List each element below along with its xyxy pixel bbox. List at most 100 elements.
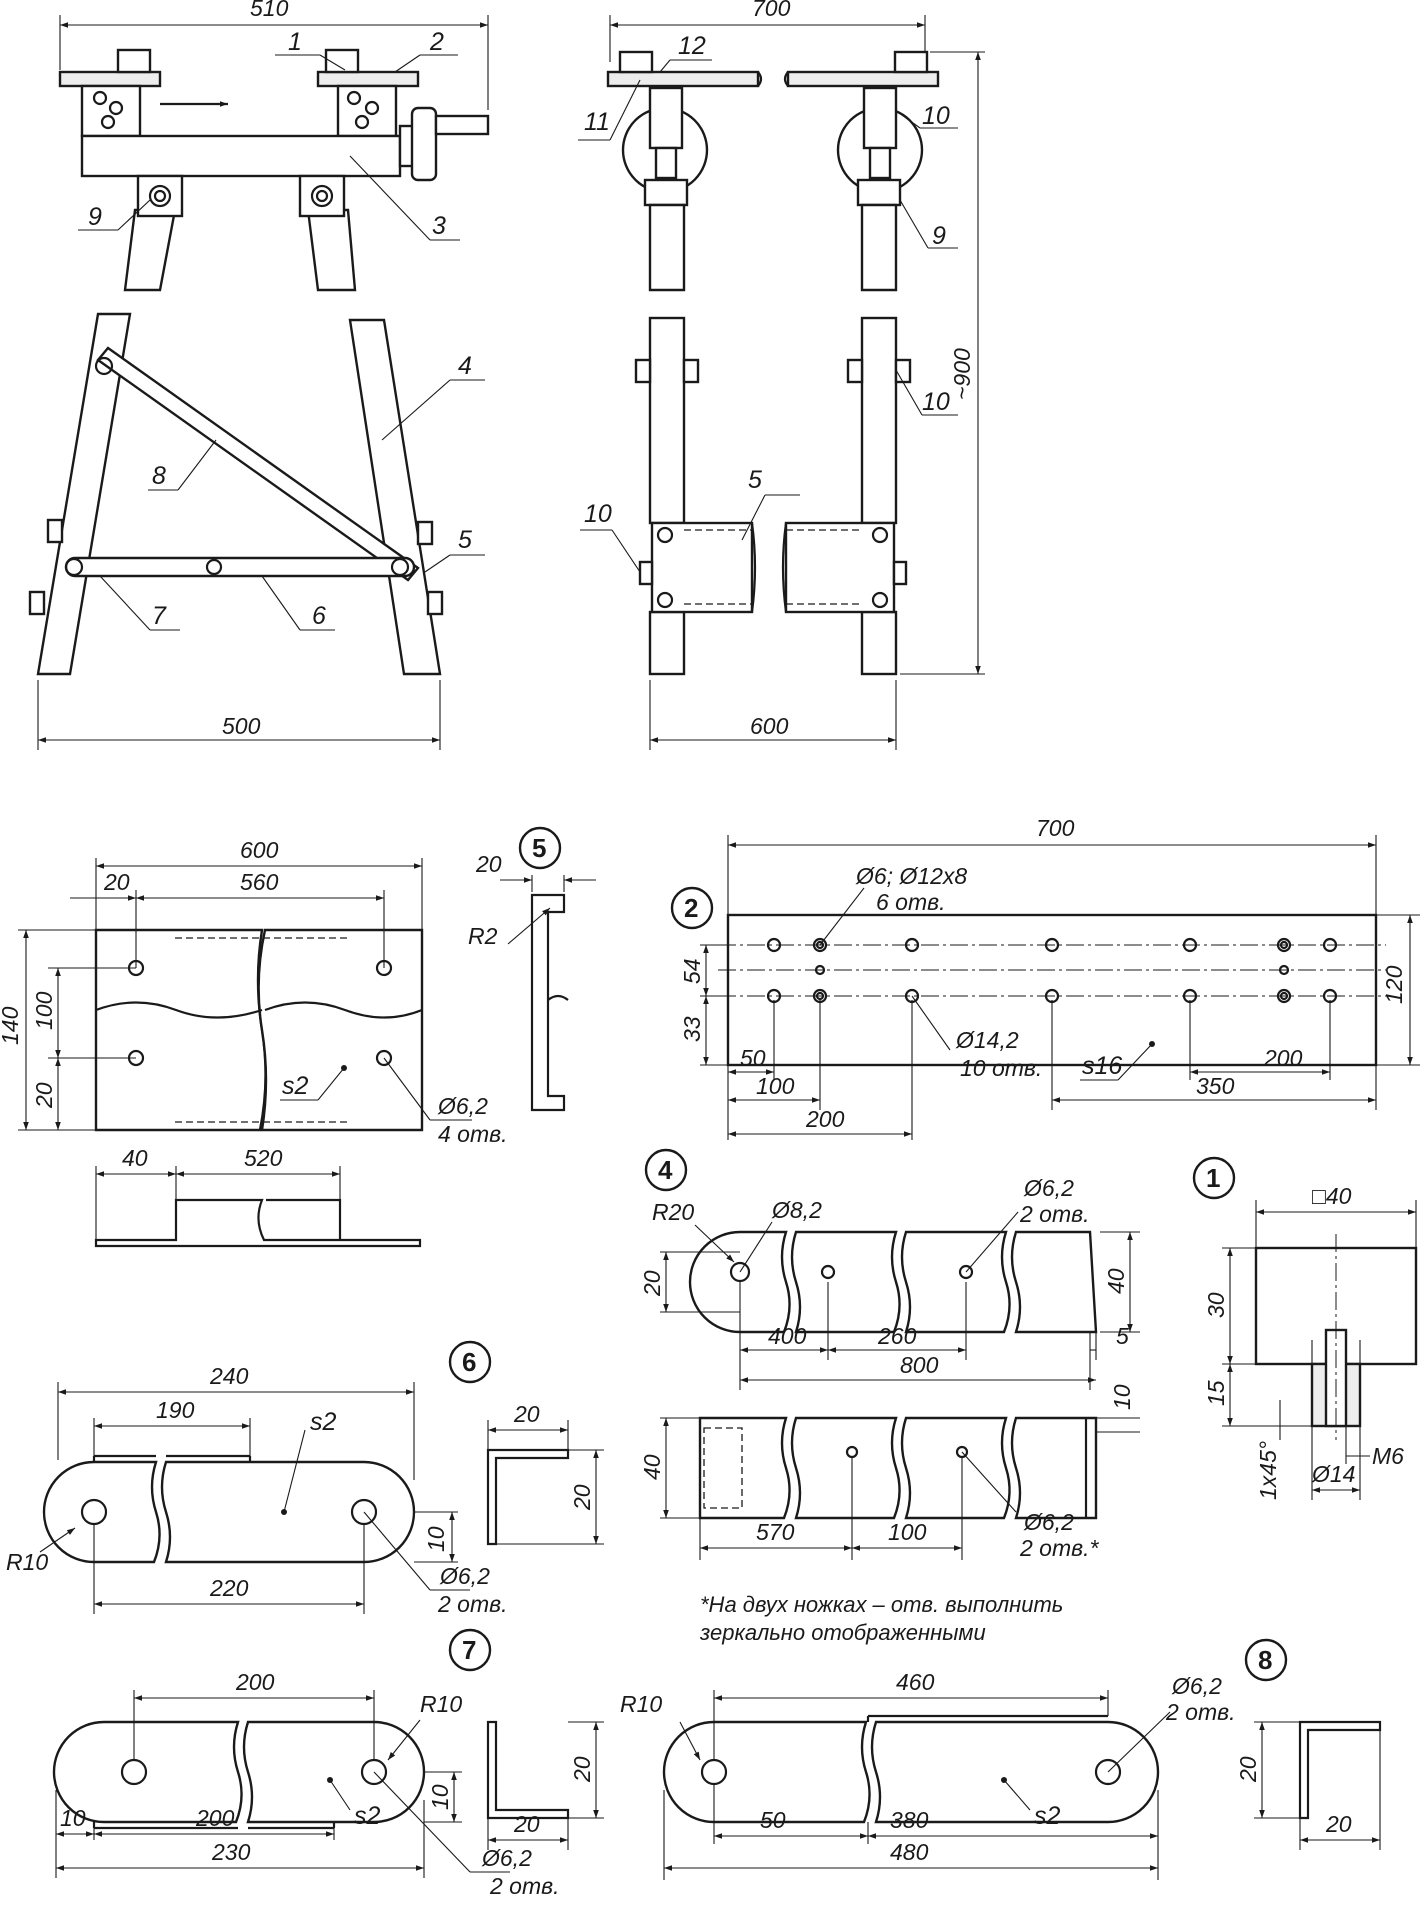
dim-p4-5: 5 [1116,1323,1129,1349]
p2-thickness: s16 [1082,1052,1122,1080]
dim-p7-10v: 10 [427,1784,453,1810]
part-8: 8 460 R10 Ø6,2 2 отв. s2 50 380 480 20 [620,1638,1382,1880]
side-view-legs: 600 ~900 [634,51,985,750]
p5-hole-count: 4 отв. [438,1121,508,1147]
dim-p4-400: 400 [768,1323,807,1349]
dim-p1-d14: Ø14 [1311,1461,1355,1487]
p7-radius: R10 [420,1691,462,1717]
dim-510: 510 [250,0,289,21]
dim-500: 500 [222,713,261,739]
p4-hole-6b-count: 2 отв.* [1019,1535,1100,1561]
part-1: 1 □40 30 15 1x45° Ø14 M6 [1192,1156,1418,1500]
p2-big-holes: Ø14,2 [955,1027,1019,1053]
dim-p1-30: 30 [1203,1292,1229,1318]
p2-small-holes: Ø6; Ø12x8 [855,863,967,889]
dim-p8-50: 50 [760,1807,786,1833]
p5-thickness: s2 [282,1072,309,1100]
dim-p4-40b: 40 [639,1454,665,1480]
part-6: 6 240 190 s2 220 R10 10 Ø6,2 2 отв. 20 [6,1340,604,1617]
dim-p8-460: 460 [896,1669,935,1695]
dim-p5-20: 20 [103,869,130,895]
callout-2: 2 [429,28,444,56]
dim-p6-190: 190 [156,1397,195,1423]
callout-9b: 9 [932,222,946,250]
callout-8: 8 [152,462,166,490]
callout-3: 3 [432,212,446,240]
dim-p4-10: 10 [1109,1384,1135,1410]
trestle-view: 500 [28,312,444,750]
p5-hole-dia: Ø6,2 [437,1093,488,1119]
dim-p5-40: 40 [122,1145,148,1171]
p1-thread: M6 [1372,1443,1404,1469]
p8-radius: R10 [620,1691,662,1717]
part-1-number: 1 [1206,1163,1220,1193]
dim-p2-200: 200 [805,1106,845,1132]
dim-p6-240: 240 [209,1363,249,1389]
p2-small-holes-count: 6 отв. [876,889,946,915]
dim-p7-200b: 200 [195,1805,235,1831]
p7-hole-count: 2 отв. [489,1873,560,1899]
p4-hole-6b: Ø6,2 [1023,1509,1074,1535]
part-5: 5 600 20 560 140 100 20 s2 Ø6,2 4 отв. [0,826,596,1248]
callout-12: 12 [678,32,706,60]
dim-p4-20: 20 [639,1270,665,1297]
dim-p4-260: 260 [877,1323,917,1349]
dim-p5-520: 520 [244,1145,283,1171]
dim-p2-54: 54 [679,958,705,984]
dim-p2-33: 33 [679,1016,705,1042]
dim-p5-600: 600 [240,837,279,863]
dim-p7-side20b: 20 [569,1756,595,1783]
dim-p4-40: 40 [1103,1268,1129,1294]
dim-p7-10: 10 [60,1805,86,1831]
callout-10a: 10 [922,102,950,130]
part-8-number: 8 [1258,1645,1272,1675]
dim-p4-570: 570 [756,1519,795,1545]
p7-hole: Ø6,2 [481,1845,532,1871]
p6-thickness: s2 [310,1408,337,1436]
dim-p8-380: 380 [890,1807,929,1833]
p5-radius: R2 [468,923,498,949]
dim-p5-100: 100 [31,991,57,1030]
callout-11: 11 [584,108,610,136]
callout-10b: 10 [922,388,950,416]
p8-hole-count: 2 отв. [1165,1699,1236,1725]
dim-p8-480: 480 [890,1839,929,1865]
dim-p2-100: 100 [756,1073,795,1099]
dim-p2-200b: 200 [1263,1045,1303,1071]
dim-p5-side20: 20 [475,851,502,877]
callout-9: 9 [88,203,102,231]
part-7-number: 7 [462,1635,476,1665]
part-2-number: 2 [684,893,698,923]
dim-p8-side20b: 20 [1325,1811,1352,1837]
p4-hole-6: Ø6,2 [1023,1175,1074,1201]
note-line-1: *На двух ножках – отв. выполнить [700,1592,1063,1617]
callout-7: 7 [152,602,167,630]
part-6-number: 6 [462,1347,476,1377]
note-line-2: зеркально отображенными [699,1620,986,1645]
p2-big-holes-count: 10 отв. [960,1055,1042,1081]
dim-p2-50: 50 [740,1045,766,1071]
callout-1: 1 [288,28,302,56]
p6-hole-count: 2 отв. [437,1591,508,1617]
dim-p1-1x45: 1x45° [1255,1441,1281,1500]
callout-5: 5 [458,526,472,554]
assembly-callouts: 1 2 3 9 11 12 10 9 10 5 10 4 8 5 7 6 [78,28,958,631]
dim-p5-560: 560 [240,869,279,895]
p6-radius: R10 [6,1549,48,1575]
dim-p4-100: 100 [888,1519,927,1545]
part-5-number: 5 [532,833,546,863]
dim-700: 700 [752,0,791,21]
dim-p6-220: 220 [209,1575,249,1601]
dim-600: 600 [750,713,789,739]
front-view: 510 [58,0,490,292]
callout-5b: 5 [748,466,762,494]
callout-10c: 10 [584,500,612,528]
part-4: 4 40 20 R20 Ø8,2 Ø6,2 2 отв. 400 260 800 [639,1148,1140,1561]
part-4-number: 4 [658,1155,673,1185]
callout-6: 6 [312,602,326,630]
footnote: *На двух ножках – отв. выполнить зеркаль… [699,1592,1063,1645]
dim-p5-140: 140 [0,1006,23,1045]
p8-thickness: s2 [1034,1802,1061,1830]
